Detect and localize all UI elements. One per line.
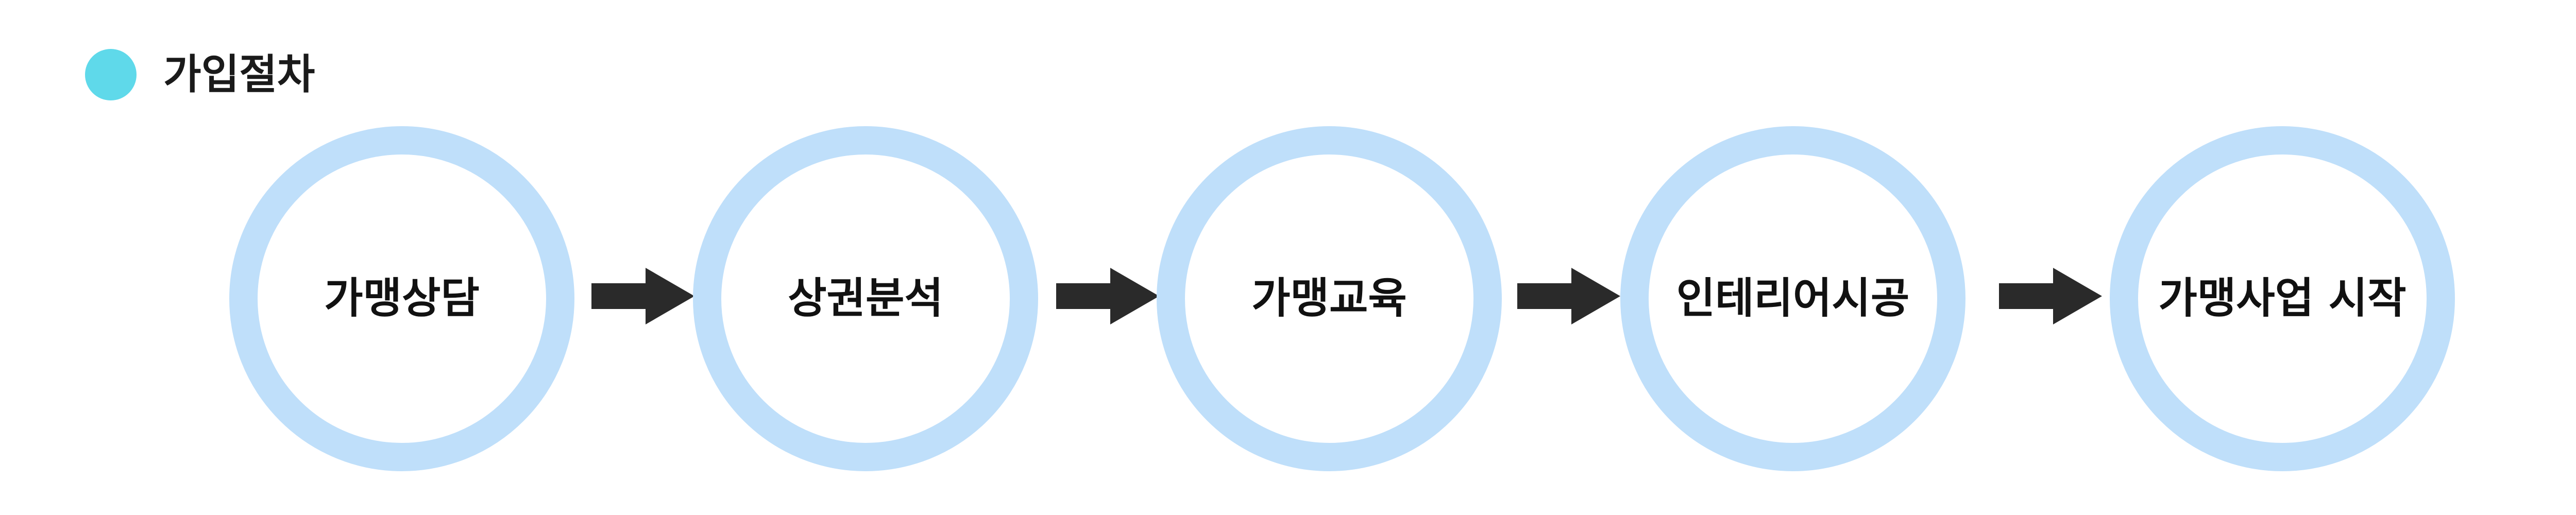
step-2-circle: 상권분석 xyxy=(693,126,1038,471)
right-arrow-icon xyxy=(1056,268,1159,324)
step-1-circle: 가맹상담 xyxy=(229,126,574,471)
section-title: 가입절차 xyxy=(163,50,315,98)
right-arrow-icon xyxy=(1999,268,2102,324)
step-4-circle: 인테리어시공 xyxy=(1620,126,1965,471)
right-arrow-icon xyxy=(591,268,694,324)
step-5-circle: 가맹사업 시작 xyxy=(2110,126,2455,471)
step-1-label: 가맹상담 xyxy=(324,274,480,323)
bullet-dot-icon xyxy=(85,49,137,100)
step-3-label: 가맹교육 xyxy=(1251,274,1407,323)
right-arrow-icon xyxy=(1517,268,1620,324)
section-heading: 가입절차 xyxy=(85,46,315,103)
step-5-label: 가맹사업 시작 xyxy=(2158,274,2406,323)
step-3-circle: 가맹교육 xyxy=(1157,126,1502,471)
step-2-label: 상권분석 xyxy=(788,274,943,323)
step-4-label: 인테리어시공 xyxy=(1676,274,1910,323)
